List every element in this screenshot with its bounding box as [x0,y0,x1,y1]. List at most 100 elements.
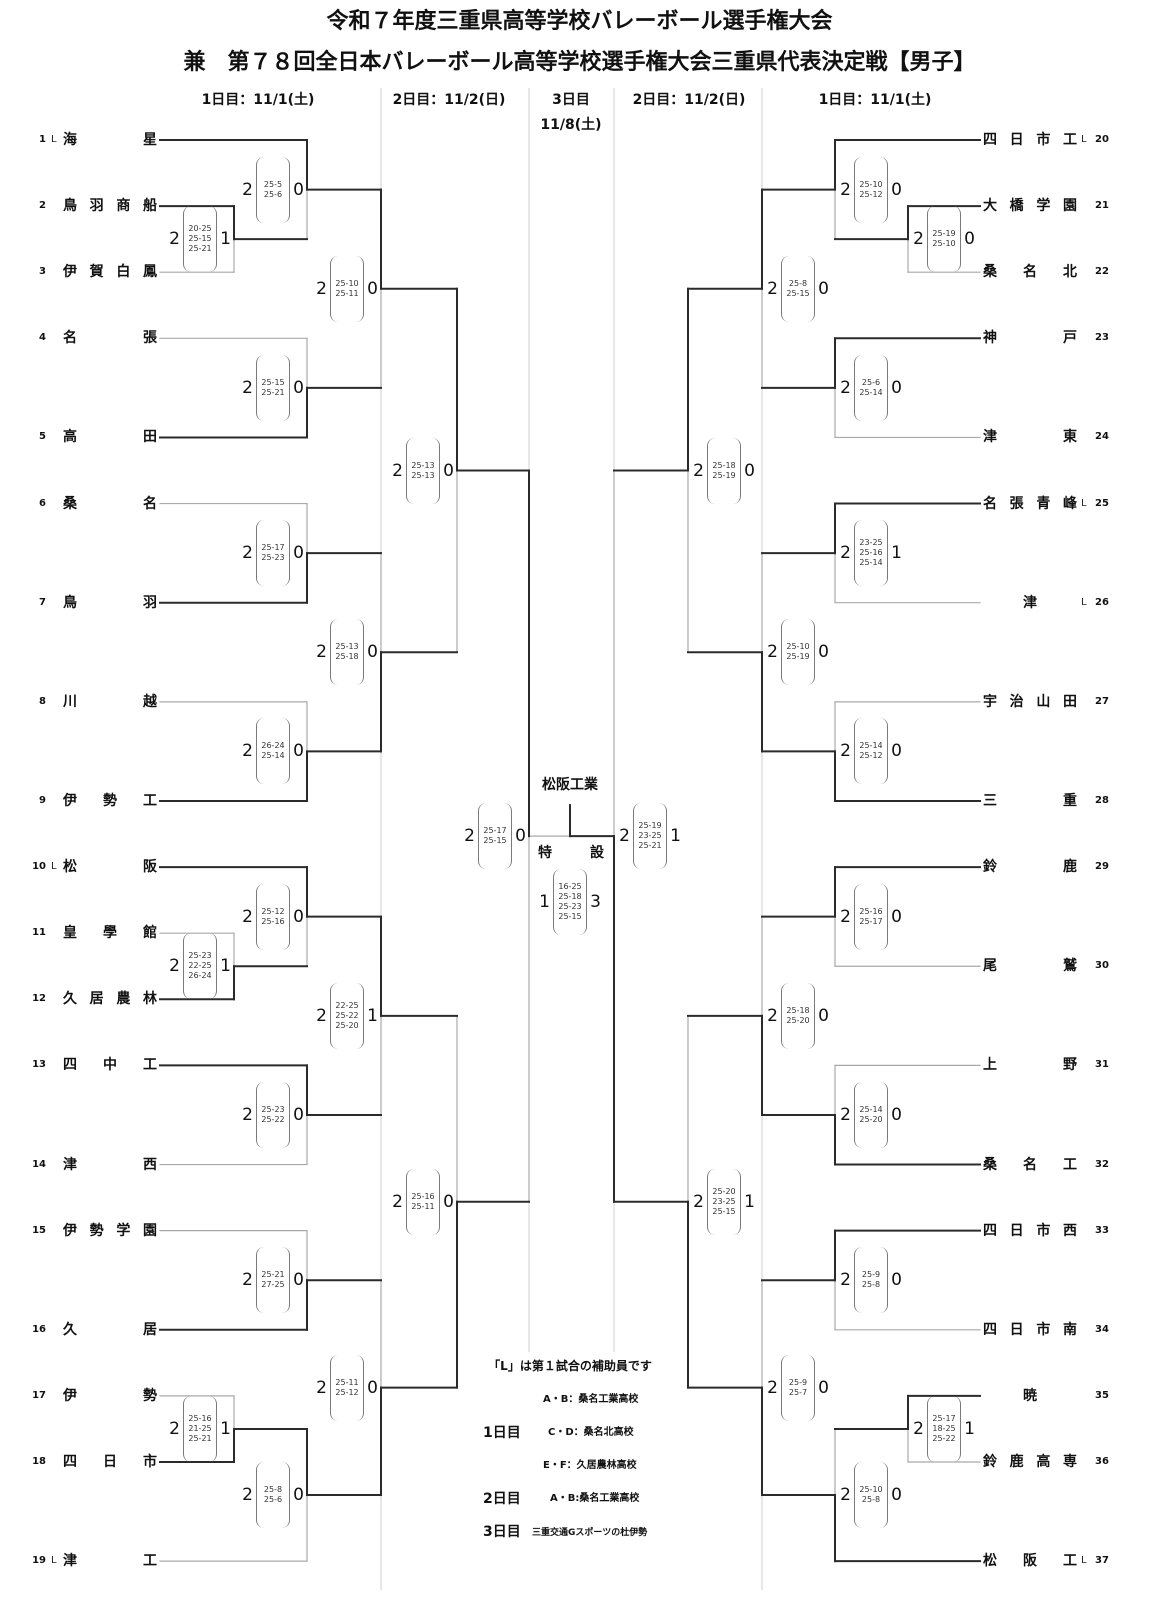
sets-won-left: 2 [840,1104,851,1125]
seed-number: 30 [1095,960,1109,972]
team-name: 久居 [63,1321,157,1338]
set-score: 25-22 [261,1114,285,1124]
title-line-1: 令和７年度三重県高等学校バレーボール選手権大会 [326,9,833,34]
sets-won-right: 0 [443,1191,454,1212]
sets-won-right: 1 [744,1191,755,1212]
seed-number: 10 [32,861,46,873]
sets-won-right: 0 [891,1270,902,1291]
seed-number: 24 [1095,431,1109,443]
sets-won-right: 0 [818,1005,829,1026]
set-score: 25-16 [859,906,883,916]
sets-won-right: 0 [443,460,454,481]
set-score: 25-22 [335,1010,359,1020]
set-score: 25-6 [263,189,283,199]
day3-venue: 三重交通Gスポーツの杜伊勢 [532,1528,648,1538]
set-score: 25-6 [861,377,881,387]
set-score: 25-14 [859,558,883,568]
set-score: 25-21 [261,1270,285,1280]
seed-number: 9 [39,795,46,806]
sets-won-right: 0 [293,543,304,564]
sets-won-left: 2 [840,1485,851,1506]
seed-number: 33 [1095,1224,1109,1236]
set-score: 25-22 [932,1433,956,1443]
team-name: 伊勢 [63,1387,157,1404]
seed-number: 13 [32,1059,46,1071]
set-score: 20-25 [188,224,212,234]
seed-number: 11 [32,927,46,939]
sets-won-left: 2 [316,278,327,299]
sets-won-right: 0 [293,741,304,762]
helper-mark: L [51,861,57,873]
set-score: 25-14 [859,741,883,751]
team-name: 名張青峰 [983,495,1077,512]
sets-won-left: 2 [242,377,253,398]
sets-won-right: 0 [964,229,975,250]
set-score: 25-14 [261,751,285,761]
set-score: 25-18 [712,460,736,470]
set-score: 22-25 [335,1000,359,1010]
set-score: 25-19 [712,470,736,480]
set-score: 25-15 [483,836,507,846]
sets-won-left: 2 [913,229,924,250]
seed-number: 23 [1095,332,1109,344]
set-score: 25-23 [188,951,212,961]
header-right-day2: 2日目：11/2(日) [632,92,746,108]
helper-mark: L [1081,497,1087,509]
seed-number: 4 [39,332,46,344]
sets-won-left: 2 [316,1377,327,1398]
team-name: 津西 [63,1156,157,1173]
helper-note: 「L」は第１試合の補助員です [488,1359,652,1373]
set-score: 25-16 [859,548,883,558]
set-score: 16-25 [558,882,582,892]
team-name: 伊勢学園 [63,1222,157,1239]
day2-court-ab: A・B:桑名工業高校 [550,1493,640,1504]
sets-won-right: 0 [293,1104,304,1125]
sets-won-left: 2 [464,826,475,847]
set-score: 25-21 [188,1433,212,1443]
set-score: 25-23 [261,553,285,563]
seed-number: 35 [1095,1389,1109,1401]
set-score: 18-25 [932,1423,956,1433]
set-score: 25-8 [861,1495,881,1505]
team-name: 四日市西 [983,1222,1077,1239]
team-name: 皇學館 [63,925,157,942]
set-score: 25-13 [335,642,359,652]
seed-number: 36 [1095,1456,1109,1467]
seed-number: 7 [39,596,46,608]
set-score: 25-17 [483,826,507,836]
sets-won-left: 2 [840,377,851,398]
set-score: 27-25 [261,1280,285,1290]
sets-won-left: 2 [840,906,851,927]
header-left-day1: 1日目：11/1(土) [201,92,315,108]
team-name: 桑名北 [983,264,1077,281]
team-name: 四日市 [63,1454,157,1470]
sets-won-left: 2 [242,906,253,927]
sets-won-left: 2 [242,1485,253,1506]
sets-won-left: 2 [840,741,851,762]
day1-court-ef: E・F：久居農林高校 [543,1460,637,1471]
header-day3-label: 3日目 [552,92,590,108]
set-score: 25-8 [861,1280,881,1290]
